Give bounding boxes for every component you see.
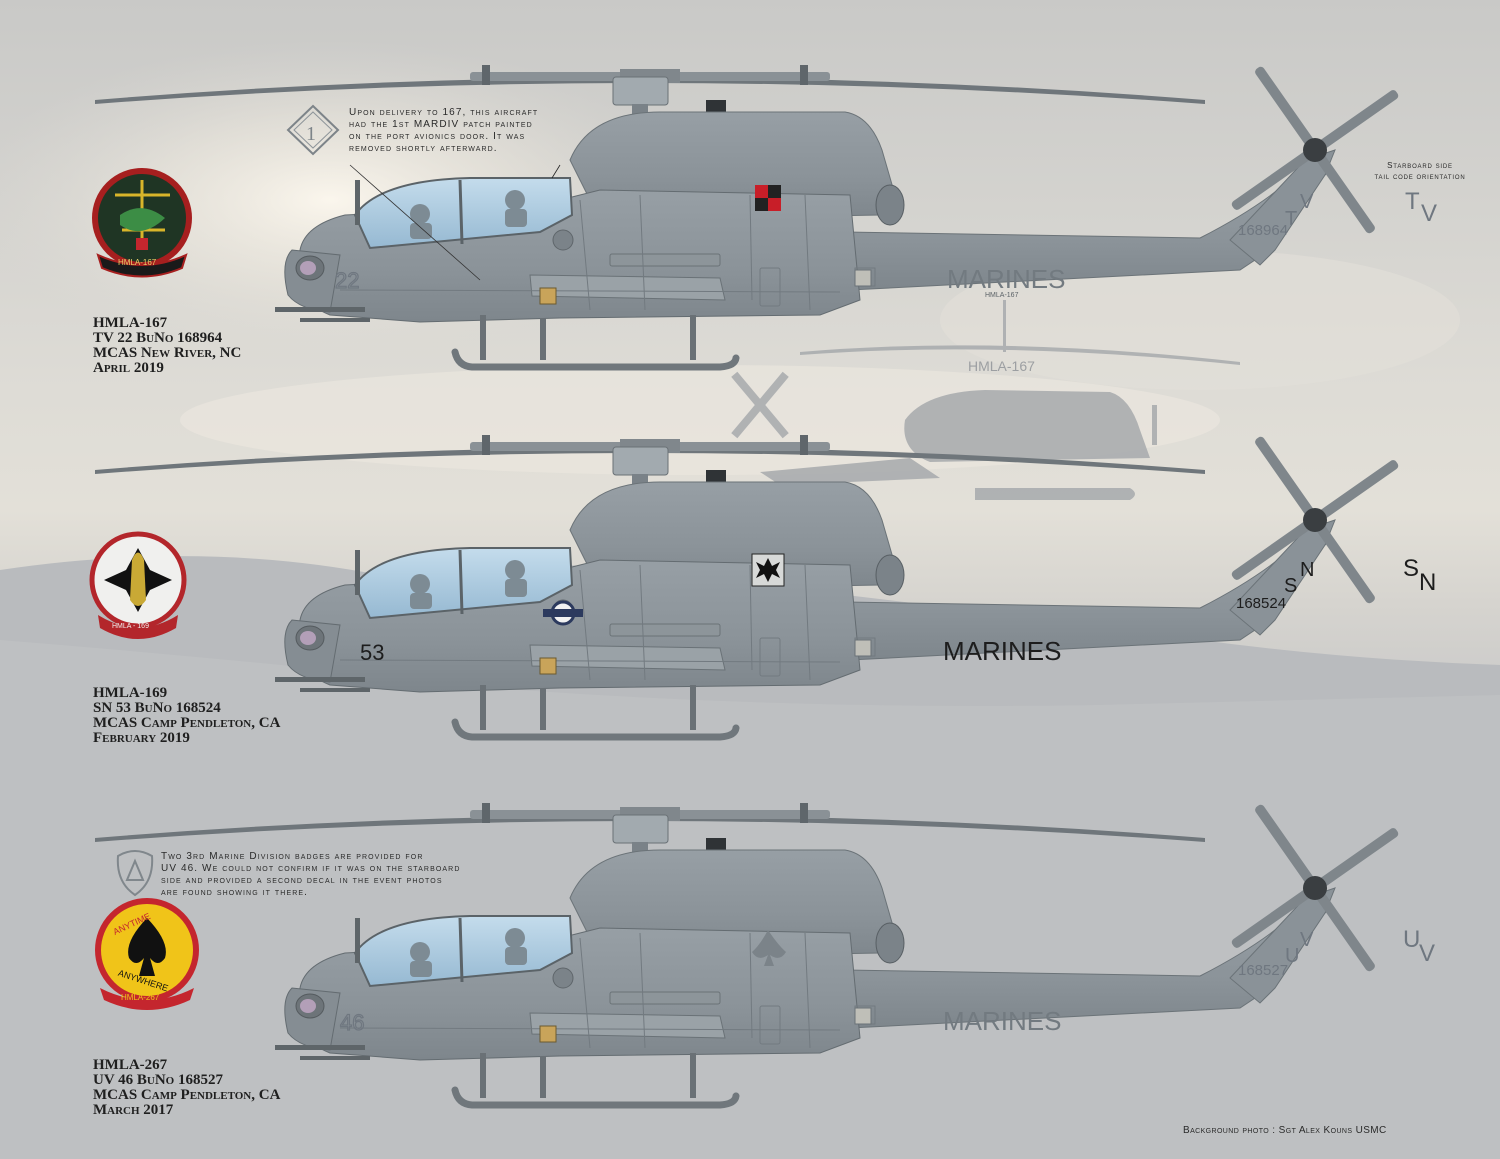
caption-base: MCAS Camp Pendleton, CA bbox=[93, 1087, 281, 1103]
caption-designation: TV 22 BuNo 168964 bbox=[93, 330, 223, 346]
hmla-167-badge: HMLA-167 bbox=[92, 168, 192, 278]
silhouette-label: HMLA-167 bbox=[968, 358, 1035, 374]
photo-credit: Background photo : Sgt Alex Kouns USMC bbox=[1183, 1125, 1387, 1136]
background-silhouette-helicopter bbox=[731, 300, 1240, 500]
hmla-267-badge: ANYTIME ANYWHERE HMLA-267 bbox=[95, 898, 199, 1010]
caption-date: April 2019 bbox=[93, 360, 164, 376]
tail-serial-3: 168527 bbox=[1238, 962, 1288, 979]
caption-date: February 2019 bbox=[93, 730, 190, 746]
boom-text-2: MARINES bbox=[943, 636, 1061, 666]
modex-2: 53 bbox=[360, 640, 384, 665]
boom-text-1: MARINES bbox=[947, 264, 1065, 294]
caption-hmla-167: HMLA-167 TV 22 BuNo 168964 MCAS New Rive… bbox=[93, 316, 241, 376]
boom-text-3: MARINES bbox=[943, 1006, 1061, 1036]
profile-3-markings: 46 MARINES 168527 U V bbox=[339, 929, 1314, 1036]
tail-code-1-a: T bbox=[1285, 208, 1297, 230]
svg-text:1: 1 bbox=[306, 123, 316, 145]
boom-subtext-1: HMLA-167 bbox=[985, 292, 1019, 299]
caption-unit: HMLA-169 bbox=[93, 685, 168, 701]
note-leader-line bbox=[349, 164, 481, 281]
caption-designation: UV 46 BuNo 168527 bbox=[93, 1072, 223, 1088]
hmla-169-badge: HMLA - 169 bbox=[89, 531, 187, 639]
mardiv-diamond-badge: 1 bbox=[286, 104, 340, 156]
tail-code-3-a: U bbox=[1285, 945, 1299, 967]
note-top: Upon delivery to 167, this aircraft had … bbox=[349, 107, 539, 154]
profile-2-markings: 53 MARINES 168524 S N bbox=[360, 553, 1314, 666]
profile-1-markings: 22 MARINES HMLA-167 168964 T V bbox=[334, 185, 1314, 299]
svg-text:HMLA - 169: HMLA - 169 bbox=[112, 623, 149, 630]
modex-1: 22 bbox=[335, 268, 359, 293]
tail-code-2-a: S bbox=[1284, 575, 1297, 597]
caption-unit: HMLA-267 bbox=[93, 1057, 168, 1073]
svg-text:HMLA-167: HMLA-167 bbox=[118, 258, 157, 267]
svg-text:HMLA-267: HMLA-267 bbox=[121, 993, 160, 1002]
caption-designation: SN 53 BuNo 168524 bbox=[93, 700, 221, 716]
tail-code-2-b: N bbox=[1300, 559, 1314, 581]
tail-serial-1: 168964 bbox=[1238, 222, 1288, 239]
modex-3: 46 bbox=[340, 1010, 364, 1035]
caption-unit: HMLA-167 bbox=[93, 315, 168, 331]
caption-hmla-267: HMLA-267 UV 46 BuNo 168527 MCAS Camp Pen… bbox=[93, 1058, 280, 1118]
tail-code-3-b: V bbox=[1300, 929, 1314, 951]
caption-base: MCAS New River, NC bbox=[93, 345, 242, 361]
note-bottom: Two 3rd Marine Division badges are provi… bbox=[161, 851, 461, 898]
3rd-mardiv-badge bbox=[116, 850, 154, 897]
tail-serial-2: 168524 bbox=[1236, 595, 1286, 612]
orientation-label: Starboard side tail code orientation bbox=[1374, 161, 1466, 181]
starboard-code-2: S N bbox=[1403, 555, 1437, 596]
tail-code-1-b: V bbox=[1300, 191, 1314, 213]
caption-date: March 2017 bbox=[93, 1102, 174, 1118]
caption-hmla-169: HMLA-169 SN 53 BuNo 168524 MCAS Camp Pen… bbox=[93, 686, 280, 746]
caption-base: MCAS Camp Pendleton, CA bbox=[93, 715, 281, 731]
starboard-code-1: T V bbox=[1405, 188, 1438, 227]
starboard-code-3: U V bbox=[1403, 926, 1436, 967]
